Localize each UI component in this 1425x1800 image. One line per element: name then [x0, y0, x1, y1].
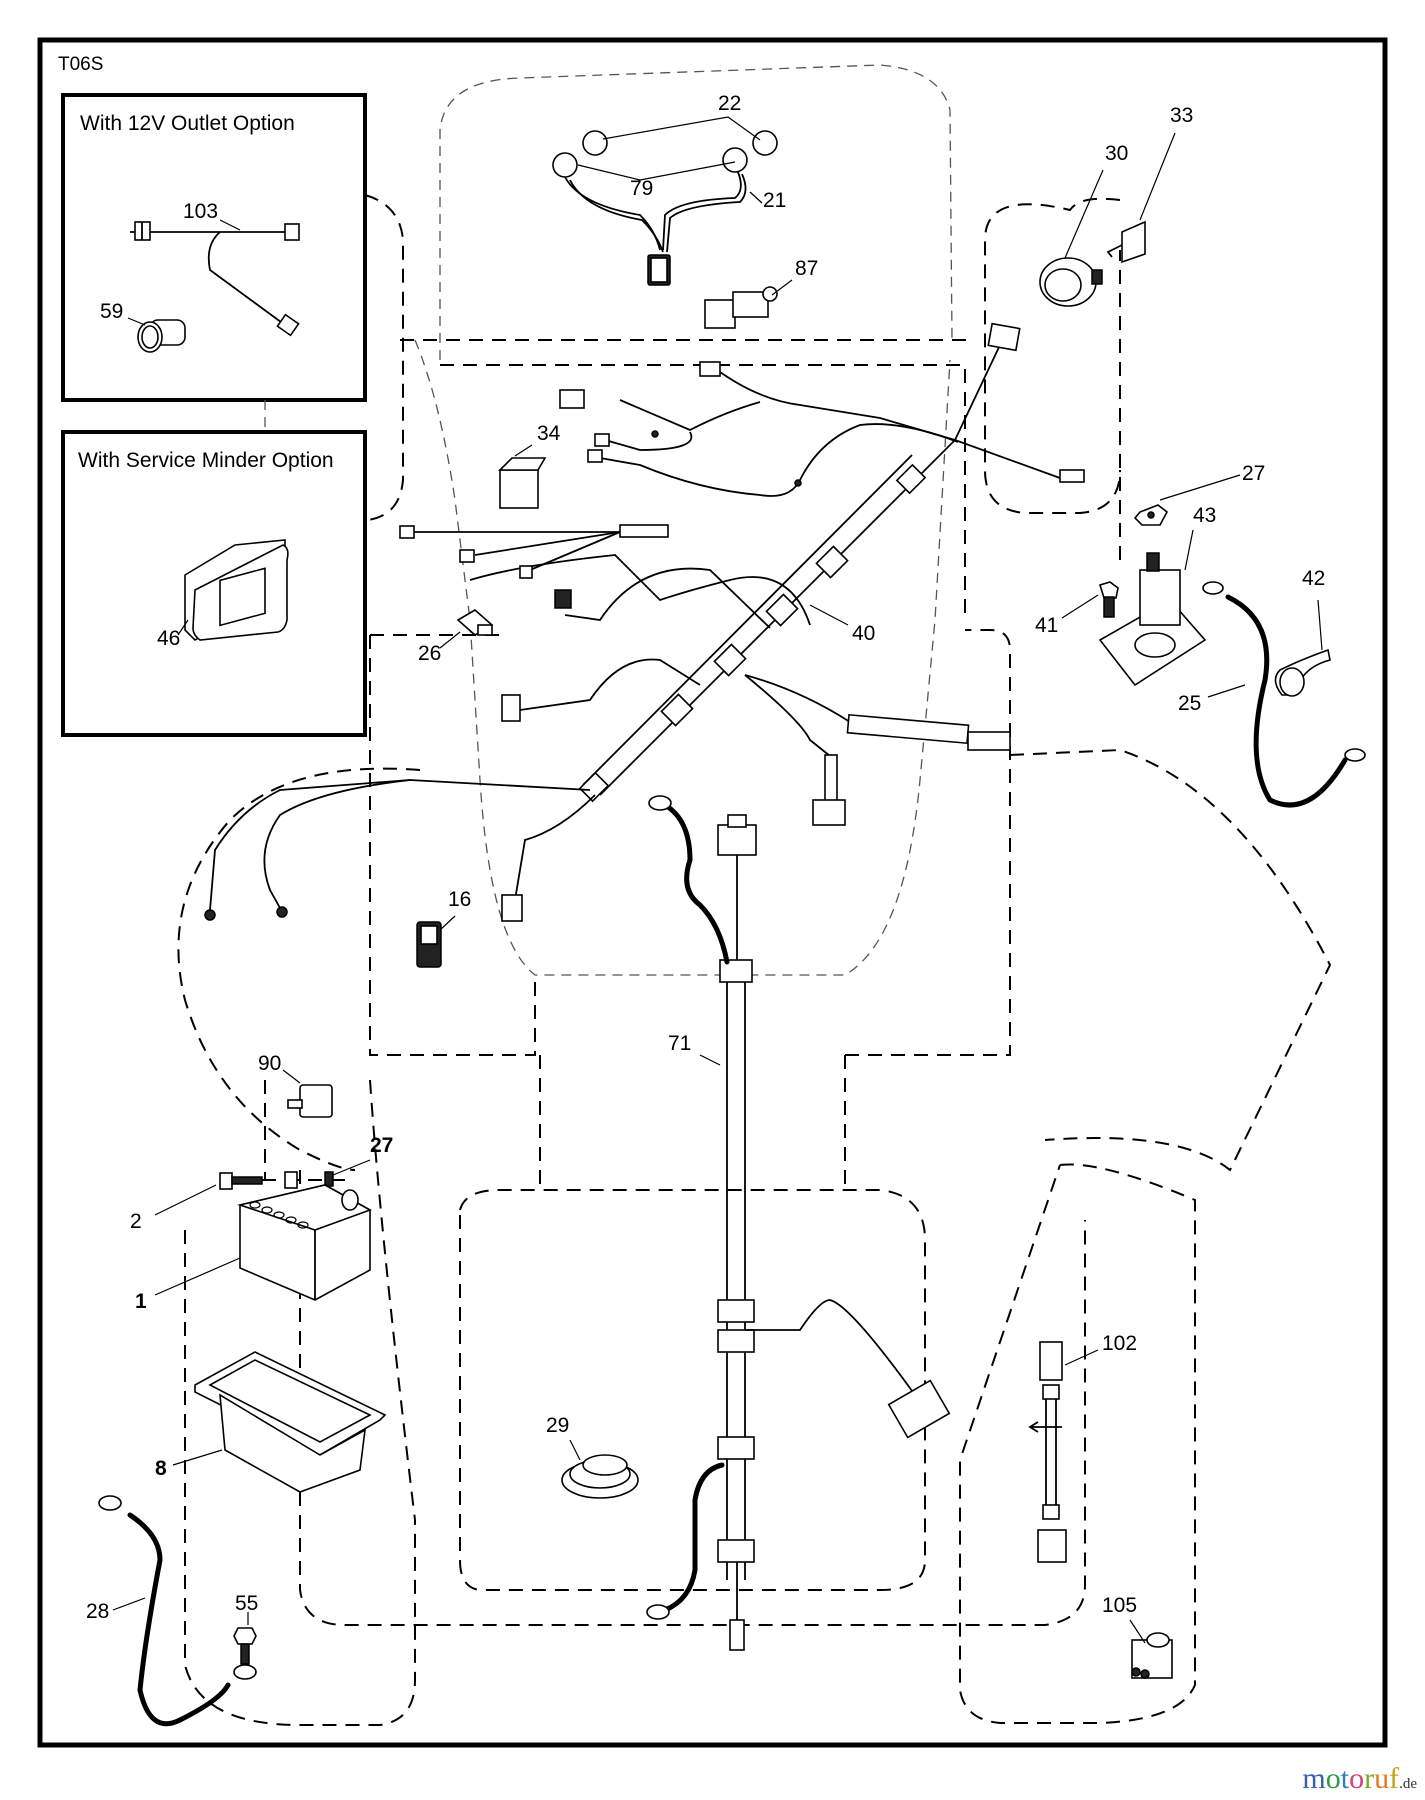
callout-1: 1 — [135, 1290, 147, 1313]
part-29-grommet — [561, 1454, 639, 1499]
part-2-bolt — [219, 1172, 263, 1190]
callout-21: 21 — [763, 189, 786, 212]
watermark-logo: motoruf.de — [1302, 1762, 1417, 1796]
callout-43: 43 — [1193, 504, 1216, 527]
callout-71: 71 — [668, 1032, 691, 1055]
inset-title-12v: With 12V Outlet Option — [80, 112, 295, 135]
callout-102: 102 — [1102, 1332, 1137, 1355]
callout-79: 79 — [630, 177, 653, 200]
part-25-cable — [1202, 581, 1366, 808]
callout-29: 29 — [546, 1414, 569, 1437]
part-71-harness — [646, 795, 951, 1651]
callout-27-battery: 27 — [370, 1134, 393, 1157]
callout-33: 33 — [1170, 104, 1193, 127]
callout-90: 90 — [258, 1052, 281, 1075]
callout-27-upper: 27 — [1242, 462, 1265, 485]
part-102-harness — [1028, 1341, 1067, 1563]
callout-2: 2 — [130, 1210, 142, 1233]
part-43-solenoid — [1098, 552, 1207, 687]
callout-55: 55 — [235, 1592, 258, 1615]
callout-16: 16 — [448, 888, 471, 911]
diagram-code: T06S — [58, 54, 103, 75]
part-55-bolt — [233, 1627, 257, 1665]
part-27-nut — [1133, 504, 1169, 526]
callout-59: 59 — [100, 300, 123, 323]
callout-34: 34 — [537, 422, 561, 445]
inset-12v-outlet: With 12V Outlet Option 103 59 — [61, 93, 367, 402]
watermark-letter: o — [1325, 1762, 1341, 1795]
part-34-switch — [498, 457, 547, 509]
part-30-ignition-switch — [1039, 257, 1103, 307]
callout-26: 26 — [418, 642, 441, 665]
part-33-key — [1106, 220, 1146, 264]
callout-30: 30 — [1105, 142, 1128, 165]
part-87-relay — [704, 286, 778, 329]
watermark-letter: u — [1374, 1762, 1390, 1795]
watermark-letter: r — [1364, 1762, 1375, 1795]
part-28-cable — [98, 1495, 257, 1727]
callout-8: 8 — [155, 1457, 167, 1480]
part-42-boot — [1274, 648, 1331, 697]
part-59-socket — [137, 319, 186, 353]
callout-25: 25 — [1178, 692, 1201, 715]
part-21-headlight-harness — [552, 130, 778, 286]
part-105-switch — [1131, 1632, 1173, 1679]
battery-clamp — [284, 1171, 298, 1189]
part-26-fuse — [456, 609, 494, 636]
battery-nut — [324, 1171, 334, 1187]
watermark-letter: t — [1340, 1762, 1350, 1795]
part-41-bolt — [1098, 581, 1119, 618]
diagram-frame — [37, 37, 1388, 1748]
part-90-sensor — [287, 1084, 333, 1118]
part-8-battery-tray — [194, 1351, 387, 1493]
callout-105: 105 — [1102, 1594, 1137, 1617]
watermark-letter: m — [1302, 1762, 1326, 1795]
inset-title-service-minder: With Service Minder Option — [78, 449, 334, 472]
chassis-outline — [177, 64, 1332, 1726]
watermark-letter: f — [1389, 1762, 1400, 1795]
part-1-battery — [237, 1184, 372, 1301]
watermark-letter: o — [1349, 1762, 1365, 1795]
callout-40: 40 — [852, 622, 875, 645]
callout-22: 22 — [718, 92, 741, 115]
callout-46: 46 — [157, 627, 180, 650]
callout-41: 41 — [1035, 614, 1058, 637]
callout-87: 87 — [795, 257, 818, 280]
inset-service-minder: With Service Minder Option 46 — [61, 430, 367, 737]
callout-103: 103 — [183, 200, 218, 223]
callout-42: 42 — [1302, 567, 1325, 590]
callout-28: 28 — [86, 1600, 109, 1623]
part-46-hour-meter — [184, 539, 289, 642]
part-16-connector — [416, 921, 442, 968]
watermark-tld: .de — [1399, 1776, 1417, 1792]
part-40-main-harness — [204, 322, 1085, 922]
